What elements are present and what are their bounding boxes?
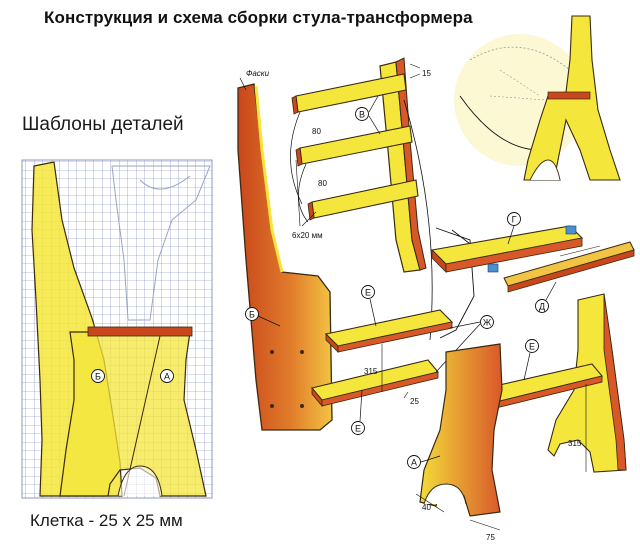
back-assembly: В <box>290 57 433 341</box>
grid-caption: Клетка - 25 х 25 мм <box>30 511 183 530</box>
label-v: В <box>359 110 365 120</box>
label-g: Г <box>512 215 517 225</box>
dim-80-lower: 80 <box>318 179 327 188</box>
rail-d <box>503 241 635 293</box>
seat-e-upper <box>324 309 454 353</box>
slat-3 <box>307 179 419 221</box>
label-a-stool: А <box>411 458 417 468</box>
template-ghost-outline <box>111 165 211 321</box>
label-e-upper: Е <box>365 288 371 298</box>
label-b: Б <box>249 310 255 320</box>
transform-inset <box>454 15 621 181</box>
seat-e-lower <box>311 359 439 408</box>
dim-315-middle: 315 <box>364 367 378 376</box>
stool-assembly <box>419 293 627 517</box>
template-label-a: А <box>164 372 170 382</box>
side-panel-b: Б <box>237 83 333 431</box>
page-title: Конструкция и схема сборки стула-трансфо… <box>44 8 473 27</box>
template-label-b: Б <box>95 372 101 382</box>
slat-2 <box>295 125 413 167</box>
dim-80-upper: 80 <box>312 127 321 136</box>
template-seat-bar <box>87 326 193 337</box>
label-e-stool: Е <box>529 342 535 352</box>
label-e-lower: Е <box>355 424 361 434</box>
dim-15: 15 <box>422 69 431 78</box>
dim-75: 75 <box>486 533 495 542</box>
slat-section-note: 6х20 мм <box>292 231 323 240</box>
dim-25: 25 <box>410 397 419 406</box>
dim-315-stool: 315 <box>568 439 582 448</box>
label-zh: Ж <box>483 318 492 328</box>
chamfers-note: Фаски <box>246 69 270 78</box>
label-d: Д <box>539 302 545 312</box>
template-grid: Б А <box>21 159 213 499</box>
templates-title: Шаблоны деталей <box>22 114 184 135</box>
top-board-g <box>430 225 584 273</box>
slat-1 <box>291 73 407 115</box>
dim-40: 40 <box>422 503 431 512</box>
